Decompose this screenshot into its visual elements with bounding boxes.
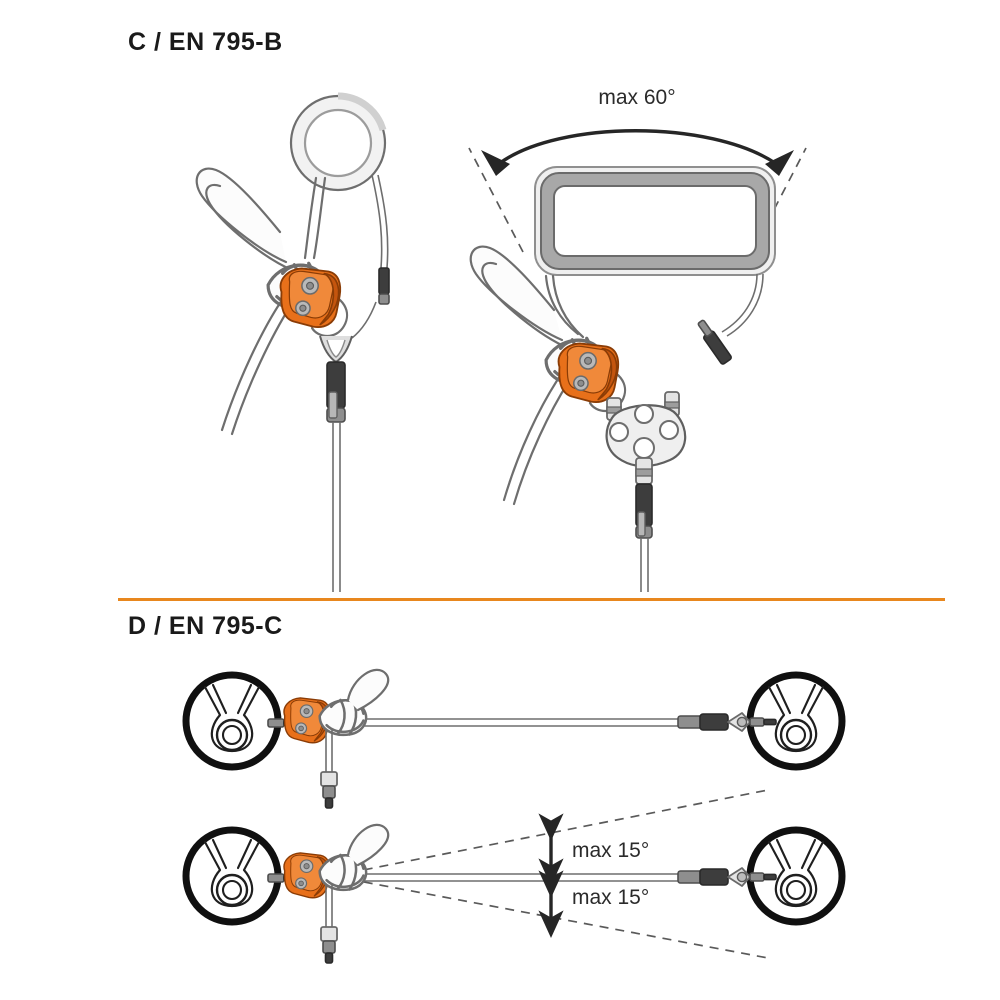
angle-arrowhead-left [481, 150, 510, 176]
woven-knot-d-top [318, 697, 368, 737]
cable-tensioner [697, 319, 732, 365]
diagram-d-top [186, 668, 842, 809]
orange-rope-adjuster-d-top [283, 697, 331, 744]
rope-tail-right-diagram-2 [512, 379, 571, 506]
orange-rope-adjuster-right [557, 342, 620, 403]
descending-swage [326, 361, 346, 423]
orange-rope-adjuster [279, 267, 342, 328]
rope-loop-d-bottom [346, 823, 390, 867]
beam-rope-left-2 [551, 274, 585, 339]
woven-knot-right [544, 336, 607, 386]
section-divider [118, 598, 945, 601]
connector-left-leg [606, 397, 622, 421]
deviation-line-lower [347, 878, 769, 959]
deviation-line-upper [347, 789, 769, 874]
woven-knot [266, 261, 329, 311]
rope-loop-d-top [346, 668, 390, 712]
left-connector-top [267, 718, 295, 728]
thimble-connector [319, 335, 353, 364]
angle-label-15-lower: max 15° [572, 886, 649, 909]
beam-cable-right [721, 273, 758, 333]
plate-lower-connector [635, 457, 653, 485]
anchor-left-top [186, 675, 278, 767]
ring-rope-left [303, 176, 318, 260]
anchor-ring-icon [289, 92, 387, 192]
cable-right-lower [351, 301, 377, 339]
rectangular-beam-anchor [534, 166, 776, 276]
diagram-c-left [195, 92, 390, 592]
beam-rope-left [544, 274, 580, 336]
cable-swage-right [378, 267, 390, 305]
ring-cable-right [371, 174, 383, 269]
beam-cable-right-2 [726, 273, 764, 337]
section-title-d: D / EN 795-C [128, 612, 283, 640]
ring-cable-right-2 [377, 174, 389, 269]
angle-label-60: max 60° [598, 86, 675, 109]
hanging-connector-top [320, 771, 338, 809]
angle-guide-left [468, 147, 524, 253]
rope-loop-right [469, 245, 570, 350]
angle-label-15-upper: max 15° [572, 839, 649, 862]
rope-tail-left [220, 298, 284, 432]
angle-guide-right [751, 147, 807, 253]
rope-tail-right-diagram [502, 374, 562, 502]
ring-rope-left-2 [312, 176, 327, 260]
orange-rope-adjuster-d-bottom [283, 852, 331, 899]
diagram-c-right: max 60° [468, 86, 807, 592]
section-title-c: C / EN 795-B [128, 28, 283, 56]
rope-bight-right-diagram [588, 365, 627, 413]
rope-tail-left-2 [230, 303, 293, 436]
lower-swage [635, 483, 653, 539]
anchor-right-top [750, 675, 842, 767]
turnbuckle-top [677, 712, 777, 732]
hanging-connector-bottom [320, 926, 338, 964]
connector-right-leg [664, 391, 680, 417]
angle-arc-60 [499, 129, 776, 165]
woven-knot-d-bottom [318, 852, 368, 892]
rope-loop [195, 167, 294, 272]
left-connector-bottom [267, 873, 295, 883]
angle-arrowhead-right [765, 150, 794, 176]
rope-bight-right [310, 290, 349, 338]
turnbuckle-bottom [677, 867, 777, 887]
diagram-d-bottom: max 15° max 15° [186, 789, 842, 964]
anchor-left-bottom [186, 830, 278, 922]
rigging-plate [605, 404, 687, 468]
anchor-right-bottom [750, 830, 842, 922]
